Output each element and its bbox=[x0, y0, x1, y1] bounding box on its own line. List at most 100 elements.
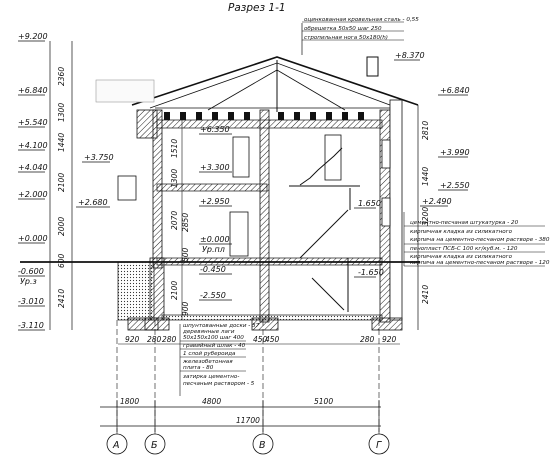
floor-note-4: гравийный шлак - 40 bbox=[183, 343, 246, 349]
bottom-small-dims: 920 280 280 450 450 280 920 bbox=[118, 335, 400, 345]
slab-second bbox=[156, 183, 268, 192]
right-dim-3: 3200 bbox=[421, 207, 430, 226]
axis-v-circle bbox=[252, 433, 274, 455]
left-dim-2: 1300 bbox=[57, 103, 66, 122]
small-dim-4: 450 bbox=[253, 335, 268, 344]
staircase bbox=[289, 147, 360, 312]
level-0600: -0.600 bbox=[18, 267, 44, 276]
small-dim-6: 280 bbox=[360, 335, 375, 344]
level-3990: +3.990 bbox=[440, 148, 470, 157]
floor-note-2: деревянные лаги bbox=[182, 329, 235, 335]
door-lower bbox=[229, 211, 249, 257]
level-6840-left: +6.840 bbox=[18, 86, 48, 95]
roof-note-1: оцинкованная кровельная сталь - 0,55 bbox=[304, 17, 419, 23]
right-level-marks: +8.370 +6.840 +3.990 +2.550 +2.490 bbox=[394, 51, 470, 207]
wall-notes: цементно-песчаная штукатурка - 20 кирпич… bbox=[403, 212, 550, 267]
level-5540: +5.540 bbox=[18, 118, 48, 127]
left-dim-6: 600 bbox=[57, 253, 66, 268]
roof-note-2: обрешетка 50х50 шаг 250 bbox=[304, 26, 382, 32]
footing-center bbox=[251, 317, 279, 331]
wall-note-3: кирпича на цементно-песчаном растворе - … bbox=[410, 237, 550, 243]
level-8370: +8.370 bbox=[395, 51, 425, 60]
openings bbox=[117, 134, 391, 257]
right-dim-1: 2810 bbox=[421, 121, 430, 140]
wall-center bbox=[259, 109, 270, 323]
roof-note-3: стропильная нога 50х180(h) bbox=[304, 35, 388, 41]
left-level-marks: +9.200 +6.840 +5.540 +4.100 +4.040 +2.00… bbox=[18, 32, 51, 331]
level-2490: +2.490 bbox=[422, 197, 452, 206]
right-dimensions: 2810 1440 3200 2410 bbox=[417, 105, 430, 330]
inner-dim-3: 2070 bbox=[170, 211, 179, 230]
floor-note-6: железобетонная bbox=[182, 359, 233, 365]
floor-level-label: Ур.пл bbox=[202, 245, 225, 254]
level-4040: +4.040 bbox=[18, 163, 48, 172]
level-2680: +2.680 bbox=[78, 198, 108, 207]
floor-notes: шпунтованные доски - 37 деревянные лаги … bbox=[179, 323, 260, 396]
floor-note-7: плита - 80 bbox=[183, 365, 214, 371]
level-3750: +3.750 bbox=[84, 153, 114, 162]
inner-dim-5: 2100 bbox=[170, 281, 179, 300]
level-6350: +6.350 bbox=[200, 125, 230, 134]
level-2550-basement: -2.550 bbox=[200, 291, 226, 300]
window-right-lower bbox=[381, 197, 391, 227]
wall-note-1: цементно-песчаная штукатурка - 20 bbox=[410, 220, 519, 226]
level-1650: 1.650 bbox=[358, 199, 381, 208]
level-2550: +2.550 bbox=[440, 181, 470, 190]
level-0450: -0.450 bbox=[200, 265, 226, 274]
floor-note-1: шпунтованные доски - 37 bbox=[183, 323, 260, 329]
inner-dim-1: 1510 bbox=[170, 139, 179, 158]
level-2000: +2.000 bbox=[18, 190, 48, 199]
level-4100: +4.100 bbox=[18, 141, 48, 150]
left-dim-3: 1440 bbox=[57, 133, 66, 152]
door-upper bbox=[232, 136, 250, 178]
axis-b-circle bbox=[144, 433, 166, 455]
roof bbox=[131, 56, 419, 112]
axis-g-label: Г bbox=[376, 440, 382, 451]
window-right-upper bbox=[381, 139, 391, 169]
ground bbox=[20, 261, 420, 331]
inner-level-marks: +6.350 +3.750 +3.300 +2.680 +2.950 ±0.00… bbox=[76, 125, 384, 301]
floor-note-5: 1 слой рубероида bbox=[183, 351, 236, 357]
ground-level-label: Ур.з bbox=[20, 277, 37, 286]
small-dim-5: 450 bbox=[265, 335, 280, 344]
drawing-title: Разрез 1-1 bbox=[228, 2, 286, 14]
level-minus-1650: -1.650 bbox=[358, 268, 384, 277]
dim-5100: 5100 bbox=[314, 397, 333, 406]
dim-total: 11700 bbox=[236, 416, 260, 425]
level-3110: -3.110 bbox=[18, 321, 44, 330]
left-dimensions: 2360 1300 1440 2100 2000 600 2410 bbox=[57, 41, 73, 330]
wall-note-4: пенопласт ПСБ-С 100 кг/куб.м. - 120 bbox=[410, 246, 518, 252]
wall-note-2: кирпичная кладка из силикатного bbox=[410, 229, 513, 235]
right-dim-4: 2410 bbox=[421, 285, 430, 304]
dim-4800: 4800 bbox=[202, 397, 221, 406]
right-dim-2: 1440 bbox=[421, 167, 430, 186]
attic-dormer bbox=[95, 79, 155, 103]
inner-dim-7: 900 bbox=[181, 301, 190, 316]
roof-notes: оцинкованная кровельная сталь - 0,55 обр… bbox=[301, 17, 419, 55]
roof-outline bbox=[131, 56, 419, 106]
bottom-dimensions: 1800 4800 5100 11700 bbox=[100, 397, 381, 432]
truss-strut-right bbox=[276, 69, 346, 111]
small-dim-3: 280 bbox=[162, 335, 177, 344]
axis-a-circle bbox=[106, 433, 128, 455]
level-6840-right: +6.840 bbox=[440, 86, 470, 95]
axis-v-label: В bbox=[259, 440, 266, 451]
axis-markers: А Б В Г bbox=[106, 320, 390, 455]
inner-dim-4: 2850 bbox=[181, 213, 190, 232]
footing-right bbox=[371, 317, 403, 331]
level-9200: +9.200 bbox=[18, 32, 48, 41]
wall-note-5: кирпичная кладка из силикатного bbox=[410, 254, 513, 260]
floor-note-8: затирка цементно- bbox=[183, 374, 239, 380]
inner-dim-6: 500 bbox=[181, 247, 190, 262]
slab-attic bbox=[156, 119, 383, 129]
inner-dimensions: 1510 1300 2070 2850 2100 500 900 bbox=[170, 120, 190, 320]
small-dim-7: 920 bbox=[382, 335, 397, 344]
axis-a-label: А bbox=[112, 440, 120, 451]
level-0000-left: +0.000 bbox=[18, 234, 48, 243]
attic-joists bbox=[164, 112, 364, 120]
floor-note-9: песчаным раствором - 5 bbox=[183, 381, 255, 387]
left-dim-1: 2360 bbox=[57, 67, 66, 86]
left-dim-4: 2100 bbox=[57, 173, 66, 192]
chimney bbox=[366, 56, 379, 77]
truss-strut-left bbox=[207, 69, 278, 111]
